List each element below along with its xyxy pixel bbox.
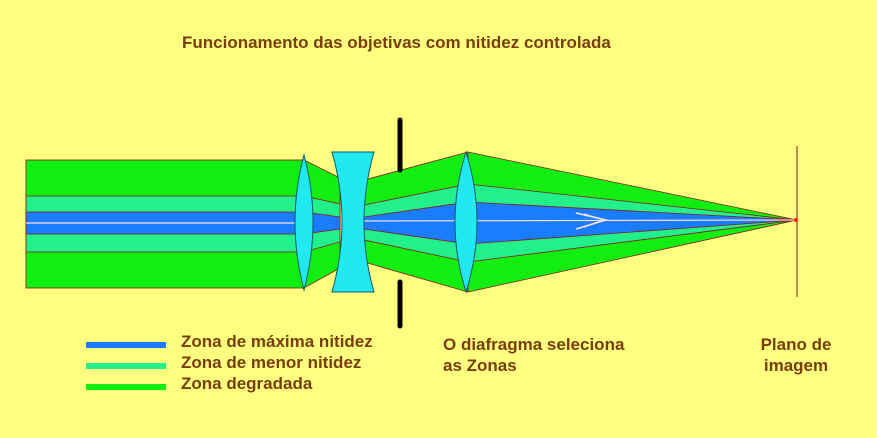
legend-label-sharp: Zona de máxima nitidez	[181, 332, 373, 351]
concave-lens	[331, 151, 375, 293]
diaphragm-note-line2: as Zonas	[443, 356, 517, 375]
image-plane-note: Plano de imagem	[740, 334, 852, 376]
image-plane-note-line1: Plano de	[760, 335, 832, 354]
front-convex-lens	[294, 153, 314, 292]
legend-swatch-lesser	[86, 363, 166, 369]
diagram-title: Funcionamento das objetivas com nitidez …	[182, 33, 611, 52]
legend-swatch-degraded	[86, 384, 166, 390]
diverging-beam	[363, 151, 469, 293]
legend-label-lesser: Zona de menor nitidez	[181, 353, 362, 372]
legend-label-degraded: Zona degradada	[181, 374, 313, 393]
image-plane-note-line2: imagem	[763, 356, 829, 375]
converging-beam	[363, 151, 798, 293]
focus-point	[794, 218, 798, 222]
incoming-beam	[25, 159, 305, 289]
converging-axis-ray	[363, 219, 798, 222]
legend-swatch-sharp	[86, 342, 166, 348]
rear-convex-lens	[454, 150, 478, 294]
diaphragm-note-line1: O diafragma seleciona	[443, 335, 625, 354]
diaphragm-note: O diafragma seleciona as Zonas	[443, 334, 624, 376]
